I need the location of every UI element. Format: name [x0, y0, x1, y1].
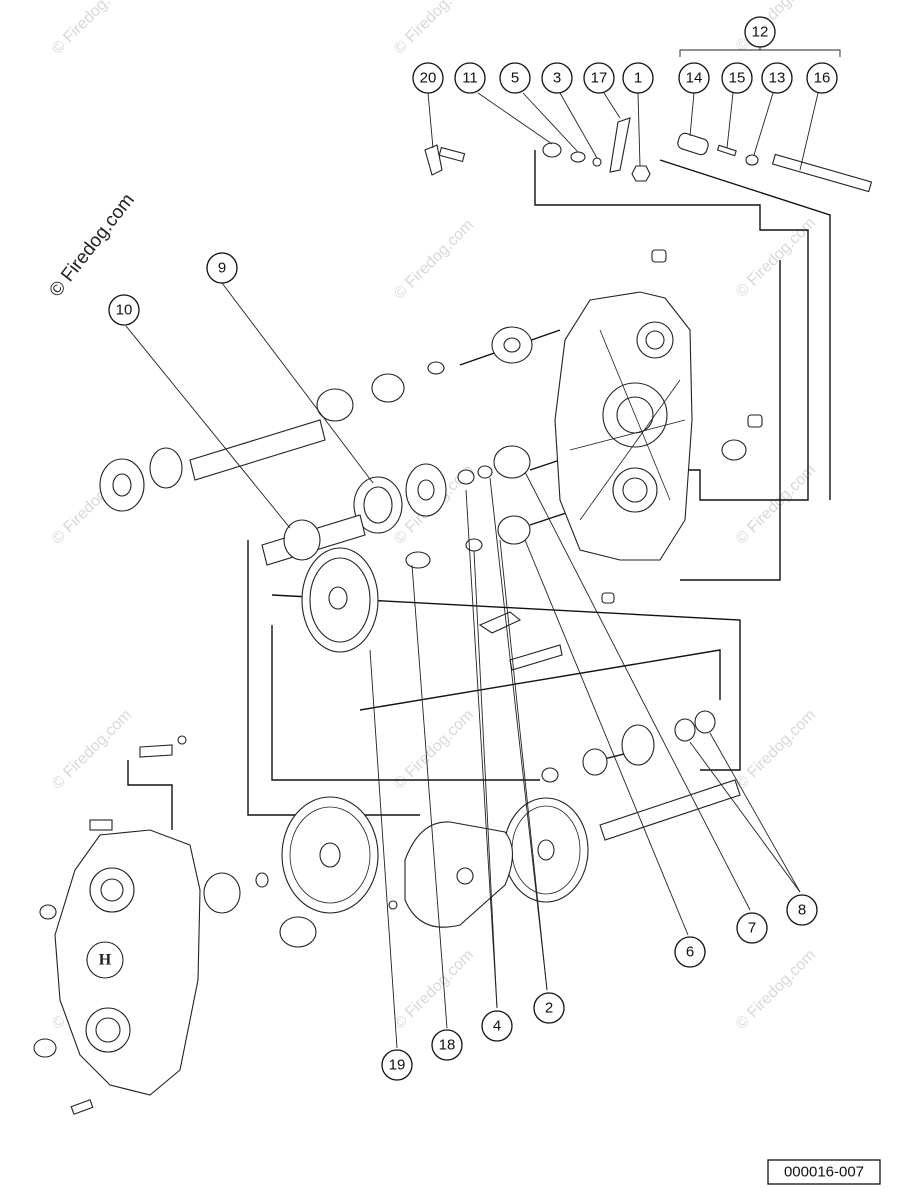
svg-text:16: 16 — [814, 70, 831, 87]
watermark-13: © Firedog.com — [391, 946, 477, 1032]
callout-13: 13 — [761, 62, 793, 94]
svg-text:9: 9 — [218, 260, 226, 277]
svg-text:18: 18 — [439, 1037, 456, 1054]
part-16-rod — [771, 153, 873, 193]
shift-lever-parts — [424, 117, 873, 193]
assembly-outline-top — [534, 150, 809, 501]
watermark-11: © Firedog.com — [733, 706, 819, 792]
case-logo-letter: H — [99, 952, 112, 969]
svg-text:7: 7 — [748, 920, 756, 937]
lower-gear-assembly — [203, 796, 589, 948]
callout-2: 2 — [533, 992, 565, 1024]
assembly-outline-upper-right — [659, 159, 831, 581]
right-case-half — [554, 249, 763, 604]
svg-text:13: 13 — [769, 70, 786, 87]
callout-14: 14 — [678, 62, 710, 94]
callout-9: 9 — [206, 252, 238, 284]
callout-15: 15 — [721, 62, 753, 94]
callout-19: 19 — [381, 1049, 413, 1081]
shift-fork-assembly — [478, 611, 563, 671]
svg-text:10: 10 — [116, 302, 133, 319]
part-11-seal — [542, 142, 562, 158]
svg-text:15: 15 — [729, 70, 746, 87]
callout-17: 17 — [583, 62, 615, 94]
svg-text:2: 2 — [545, 1000, 553, 1017]
assembly-outline-mid — [271, 594, 741, 771]
part-15-pin — [716, 144, 737, 157]
callout-3: 3 — [541, 62, 573, 94]
callout-5: 5 — [499, 62, 531, 94]
svg-text:11: 11 — [462, 70, 478, 87]
part-5-washer — [570, 151, 586, 163]
left-case-cover: H — [33, 735, 201, 1115]
assembly-outline-inner — [271, 625, 721, 781]
part-13-clip — [745, 154, 759, 166]
svg-text:5: 5 — [511, 70, 519, 87]
watermark-main: © Firedog.com — [45, 190, 138, 301]
svg-text:17: 17 — [591, 70, 608, 87]
callout-18: 18 — [431, 1029, 463, 1061]
svg-text:14: 14 — [686, 70, 703, 87]
svg-text:12: 12 — [752, 24, 769, 41]
part-19-large-gear — [301, 547, 379, 653]
callout-11: 11 — [454, 62, 486, 94]
assembly-outline-cover — [127, 760, 173, 830]
assembly-outlines — [127, 150, 831, 830]
part-3-spacer — [592, 157, 602, 167]
callout-8: 8 — [786, 894, 818, 926]
leader-lines — [125, 45, 841, 1049]
part-20-shift-arm — [424, 144, 466, 176]
svg-text:19: 19 — [389, 1057, 406, 1074]
svg-text:4: 4 — [493, 1018, 501, 1035]
svg-text:6: 6 — [686, 944, 694, 961]
watermark-1: © Firedog.com — [49, 0, 135, 58]
svg-text:20: 20 — [420, 70, 437, 87]
watermark-4: © Firedog.com — [391, 216, 477, 302]
callout-20: 20 — [412, 62, 444, 94]
document-number-box: 000016-007 — [767, 1159, 881, 1185]
watermark-8: © Firedog.com — [733, 461, 819, 547]
watermark-2: © Firedog.com — [391, 0, 477, 58]
output-shaft-assembly — [541, 710, 741, 841]
svg-text:1: 1 — [634, 70, 642, 87]
callout-10: 10 — [108, 294, 140, 326]
callout-16: 16 — [806, 62, 838, 94]
watermark-9: © Firedog.com — [49, 706, 135, 792]
upper-shaft-assembly — [99, 326, 533, 569]
watermark-14: © Firedog.com — [733, 946, 819, 1032]
callout-1: 1 — [622, 62, 654, 94]
svg-text:3: 3 — [553, 70, 561, 87]
part-1-nut — [631, 165, 651, 182]
watermark-5: © Firedog.com — [733, 214, 819, 300]
part-14-boot — [677, 132, 709, 156]
part-17-lever — [609, 117, 631, 173]
shift-cable-assembly — [677, 132, 873, 193]
document-number: 000016-007 — [784, 1164, 864, 1181]
callout-7: 7 — [736, 912, 768, 944]
callout-12: 12 — [744, 16, 776, 48]
callout-6: 6 — [674, 936, 706, 968]
callout-4: 4 — [481, 1010, 513, 1042]
svg-text:8: 8 — [798, 902, 806, 919]
